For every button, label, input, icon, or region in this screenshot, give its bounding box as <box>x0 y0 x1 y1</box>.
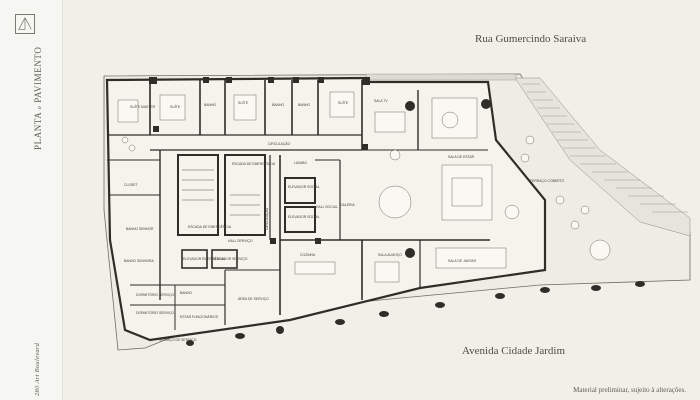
label-sala-estar: SALA DE ESTAR <box>448 155 475 159</box>
label-sala-almoco: SALA ALMOÇO <box>378 253 402 257</box>
disclaimer-note: Material preliminar, sujeito à alteraçõe… <box>573 386 686 394</box>
label-sala-jantar: SALA DE JANTAR <box>448 259 477 263</box>
label-area-servico: ÁREA DE SERVIÇO <box>238 297 269 301</box>
label-terraco-servico: TERRAÇO DE SERVIÇO <box>158 338 197 342</box>
street-label-top: Rua Gumercindo Saraiva <box>475 33 587 45</box>
bedroom-wing-walls <box>107 80 363 300</box>
label-banho-senhora: BANHO SENHORA <box>124 259 155 263</box>
label-hall-social: HALL SOCIAL <box>316 205 338 209</box>
label-lavabo: LAVABO <box>294 161 307 165</box>
label-terraco-coberto: TERRAÇO COBERTO <box>530 179 565 183</box>
structural-columns <box>149 77 645 346</box>
label-suite-master: SUÍTE MASTER <box>130 105 156 109</box>
label-suite-1: SUÍTE <box>170 105 181 109</box>
room-labels: SUÍTE MASTER SUÍTE BANHO SUÍTE BANHO BAN… <box>124 99 565 342</box>
garden-band <box>514 77 691 237</box>
label-banho: BANHO <box>180 291 192 295</box>
label-closet: CLOSET <box>124 183 138 187</box>
service-core <box>177 154 341 269</box>
label-hall-servico: HALL SERVIÇO <box>228 239 253 243</box>
label-elevador-social-1: ELEVADOR SOCIAL <box>288 185 320 189</box>
label-escada-emergencia-2: ESCADA DE EMERGÊNCIA <box>188 224 232 229</box>
label-escada-emergencia-1: ESCADA DE EMERGÊNCIA <box>232 161 276 166</box>
label-dormitorio-servico-1: DORMITÓRIO SERVIÇO <box>136 292 175 297</box>
label-estar-funcionarios: ESTAR FUNCIONÁRIOS <box>180 315 219 319</box>
floor-plan: SUÍTE MASTER SUÍTE BANHO SUÍTE BANHO BAN… <box>103 73 691 351</box>
project-name: 280 Art Boulevard <box>34 342 41 396</box>
label-dormitorio-servico-2: DORMITÓRIO SERVIÇO <box>136 310 175 315</box>
label-galeria: GALERIA <box>340 203 355 207</box>
label-banho-3: BANHO <box>298 103 310 107</box>
label-cozinha: COZINHA <box>300 253 316 257</box>
label-banho-1: BANHO <box>204 103 216 107</box>
label-circulacao-vertical: CIRCULAÇÃO <box>264 207 269 230</box>
label-circulacao: CIRCULAÇÃO <box>268 141 291 146</box>
label-elevador-emergencia: ELEVADOR EMERGÊNCIA <box>183 256 226 261</box>
label-sala-tv: SALA TV <box>374 99 388 103</box>
plan-title-sub: PAVIMENTO <box>33 46 43 103</box>
label-elevador-social-2: ELEVADOR SOCIAL <box>288 215 320 219</box>
label-suite-3: SUÍTE <box>338 101 349 105</box>
plan-title: PLANTA o PAVIMENTO <box>33 46 43 150</box>
plan-title-main: PLANTA <box>33 112 43 150</box>
label-banho-senhor: BANHO SENHOR <box>126 227 154 231</box>
street-label-bottom: Avenida Cidade Jardim <box>462 345 566 357</box>
label-banho-2: BANHO <box>272 103 284 107</box>
planter-top <box>365 73 517 81</box>
furniture <box>117 91 611 283</box>
label-suite-2: SUÍTE <box>238 101 249 105</box>
sidebar-band: PLANTA o PAVIMENTO 280 Art Boulevard <box>0 0 63 400</box>
label-elevador-servico: ELEVADOR SERVIÇO <box>213 257 248 261</box>
brand-logo-icon <box>15 14 35 34</box>
